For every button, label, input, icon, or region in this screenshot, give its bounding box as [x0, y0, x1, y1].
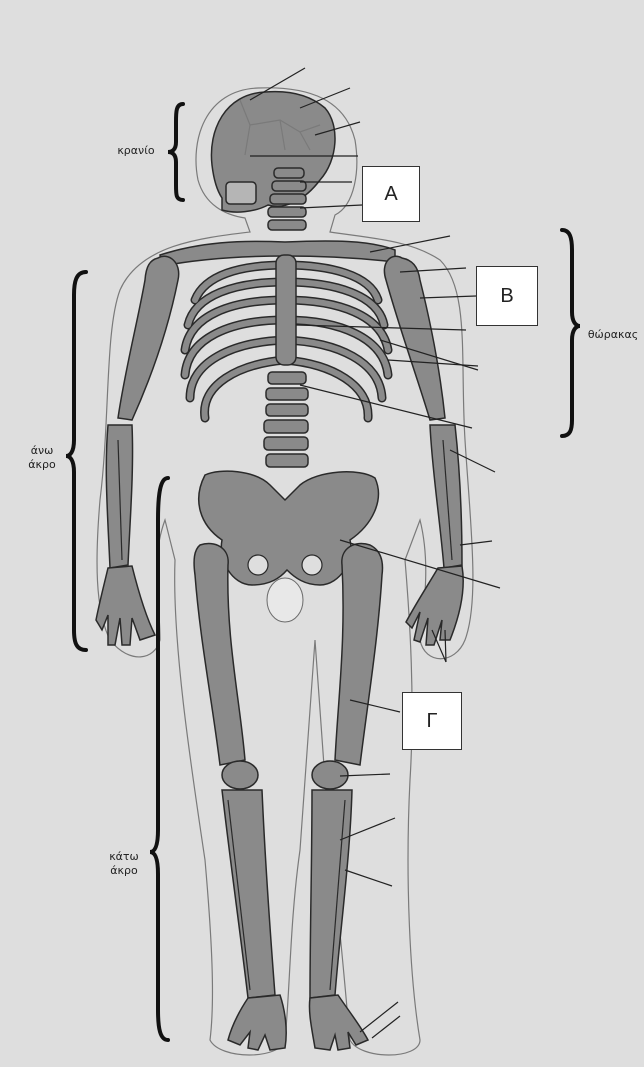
lower-limb-label-line1: κάτω: [100, 850, 148, 864]
upper-limb-label-line2: άκρο: [20, 458, 64, 472]
right-hand-bone: [406, 566, 463, 645]
right-tibia-bone: [310, 790, 352, 998]
sternum-bone: [276, 255, 296, 365]
upper-limb-label: άνω άκρο: [20, 444, 64, 472]
lower-limb-label-line2: άκρο: [100, 864, 148, 878]
skull-brace: [168, 104, 183, 200]
thorax-brace: [562, 230, 580, 436]
pelvis-opening-right: [302, 555, 322, 575]
pubic-region: [267, 578, 303, 622]
answer-box-b[interactable]: Β: [476, 266, 538, 326]
thorax-label: θώρακας: [582, 328, 644, 342]
answer-box-a[interactable]: Α: [362, 166, 420, 222]
jaw-bone: [226, 182, 256, 204]
skull-label: κρανίο: [106, 144, 166, 158]
left-kneecap-bone: [222, 761, 258, 789]
pelvis-opening-left: [248, 555, 268, 575]
right-humerus-bone: [384, 256, 445, 420]
lower-limb-label: κάτω άκρο: [100, 850, 148, 878]
left-foot-bone: [228, 995, 286, 1050]
right-forearm-bone: [430, 425, 462, 568]
lumbar-spine: [264, 372, 308, 467]
upper-limb-brace: [66, 272, 86, 650]
right-femur-bone: [335, 544, 383, 765]
right-kneecap-bone: [312, 761, 348, 789]
lower-limb-brace: [150, 478, 168, 1040]
right-foot-bone: [309, 995, 368, 1050]
upper-limb-label-line1: άνω: [20, 444, 64, 458]
left-hand-bone: [96, 566, 155, 645]
answer-box-c[interactable]: Γ: [402, 692, 462, 750]
left-humerus-bone: [118, 256, 179, 420]
